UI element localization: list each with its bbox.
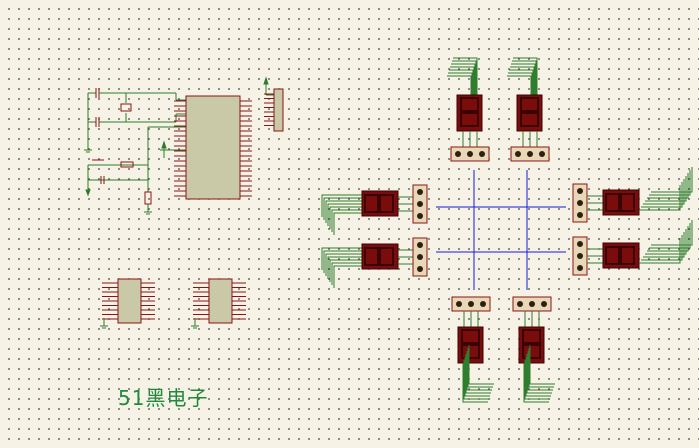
display-west-bottom[interactable] [361, 243, 399, 270]
digit [461, 329, 480, 344]
digit [520, 97, 539, 112]
pin [417, 266, 423, 272]
intersection-lines [436, 170, 566, 290]
pullup-network[interactable] [263, 76, 284, 132]
connector-south-1[interactable] [451, 296, 491, 312]
driver-chip-2[interactable] [191, 278, 246, 329]
pin [527, 151, 533, 157]
connector-east-2[interactable] [572, 236, 588, 276]
digit [364, 194, 379, 213]
pin [417, 201, 423, 207]
wire-bundle [523, 345, 555, 403]
pin [577, 212, 583, 218]
wire-bundle [639, 167, 693, 211]
digit [379, 247, 394, 266]
digit [620, 246, 635, 265]
pin [480, 301, 486, 307]
mcu-pins [174, 100, 252, 197]
pin [577, 265, 583, 271]
digit [461, 344, 480, 359]
connector-north-1[interactable] [450, 146, 490, 162]
pin [467, 151, 473, 157]
pin [479, 151, 485, 157]
digit [364, 247, 379, 266]
connector-west-1[interactable] [412, 184, 428, 224]
driver-chip-1[interactable] [100, 278, 155, 329]
digit [379, 194, 394, 213]
display-north-left[interactable] [456, 94, 483, 132]
display-west-top[interactable] [361, 190, 399, 217]
watermark-text: 51黑电子 [118, 386, 209, 410]
pin [468, 301, 474, 307]
wire-bundle [321, 247, 374, 288]
pin [417, 242, 423, 248]
pin [541, 301, 547, 307]
connector-north-2[interactable] [510, 146, 550, 162]
connector-west-2[interactable] [412, 237, 428, 277]
digit [460, 97, 479, 112]
digit [522, 329, 541, 344]
pin [577, 253, 583, 259]
digit [605, 193, 620, 212]
display-east-top[interactable] [602, 189, 640, 216]
pin [539, 151, 545, 157]
display-south-right[interactable] [518, 326, 545, 364]
pin [529, 301, 535, 307]
display-east-bottom[interactable] [602, 242, 640, 269]
wire-bundle [321, 194, 374, 235]
pin [417, 213, 423, 219]
display-north-right[interactable] [516, 94, 543, 132]
oscillator-circuit[interactable] [84, 88, 186, 153]
digit [460, 112, 479, 127]
microcontroller-chip[interactable] [174, 95, 252, 200]
connector-south-2[interactable] [512, 296, 552, 312]
display-south-left[interactable] [457, 326, 484, 364]
connector-east-1[interactable] [572, 183, 588, 223]
pin [577, 200, 583, 206]
pin [417, 254, 423, 260]
pin [455, 151, 461, 157]
pin [515, 151, 521, 157]
digit [620, 193, 635, 212]
wire-bundle [462, 345, 494, 403]
wire-bundle [639, 220, 693, 264]
digit [605, 246, 620, 265]
digit [520, 112, 539, 127]
digit [522, 344, 541, 359]
pin [417, 189, 423, 195]
pin [517, 301, 523, 307]
pin [577, 188, 583, 194]
reset-circuit[interactable] [85, 126, 186, 215]
pin [456, 301, 462, 307]
pin [577, 241, 583, 247]
